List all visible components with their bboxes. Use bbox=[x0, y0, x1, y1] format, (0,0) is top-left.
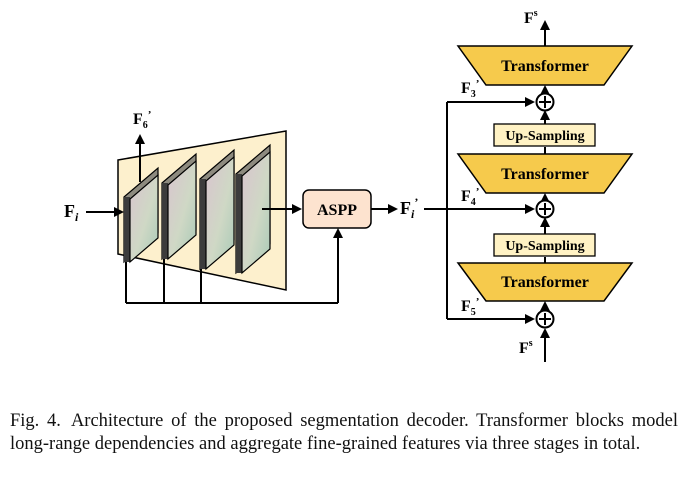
transformer-label-2: Transformer bbox=[501, 166, 589, 183]
label-f-4: F4’ bbox=[461, 186, 479, 208]
transformer-label-3: Transformer bbox=[501, 274, 589, 291]
label-f-6: F6’ bbox=[133, 109, 151, 131]
label-f-i: Fi bbox=[64, 201, 79, 224]
transformer-block-1 bbox=[456, 45, 634, 86]
upsampling-label-1: Up-Sampling bbox=[505, 129, 584, 144]
upsampling-block-2 bbox=[493, 233, 596, 257]
upsampling-block-1 bbox=[493, 123, 596, 147]
add-node-2 bbox=[535, 199, 555, 219]
distribution-lines bbox=[424, 97, 535, 324]
aspp-label: ASPP bbox=[317, 202, 357, 219]
figure-number: Fig. 4. bbox=[10, 411, 61, 431]
label-f-s-top: Fs bbox=[524, 8, 538, 27]
add-node-1 bbox=[535, 92, 555, 112]
label-f-3: F3’ bbox=[461, 78, 479, 100]
upsampling-label-2: Up-Sampling bbox=[505, 239, 584, 254]
label-f-5: F5’ bbox=[461, 296, 479, 318]
add-node-3 bbox=[535, 309, 555, 329]
label-f-s-bottom: Fs bbox=[519, 338, 533, 357]
feature-maps bbox=[123, 143, 271, 275]
caption-text: Architecture of the proposed segmentatio… bbox=[10, 411, 678, 454]
transformer-block-3 bbox=[456, 262, 634, 302]
label-f-i-out: Fi’ bbox=[400, 195, 418, 221]
transformer-block-2 bbox=[456, 153, 634, 194]
decoder-diagram: Fi F6’ ASPP Fi’ F3’ F4’ F5’ Fs Transform… bbox=[64, 8, 634, 362]
figure-caption: Fig. 4.Architecture of the proposed segm… bbox=[10, 410, 678, 456]
skip-connections bbox=[125, 228, 343, 304]
transformer-label-1: Transformer bbox=[501, 58, 589, 75]
